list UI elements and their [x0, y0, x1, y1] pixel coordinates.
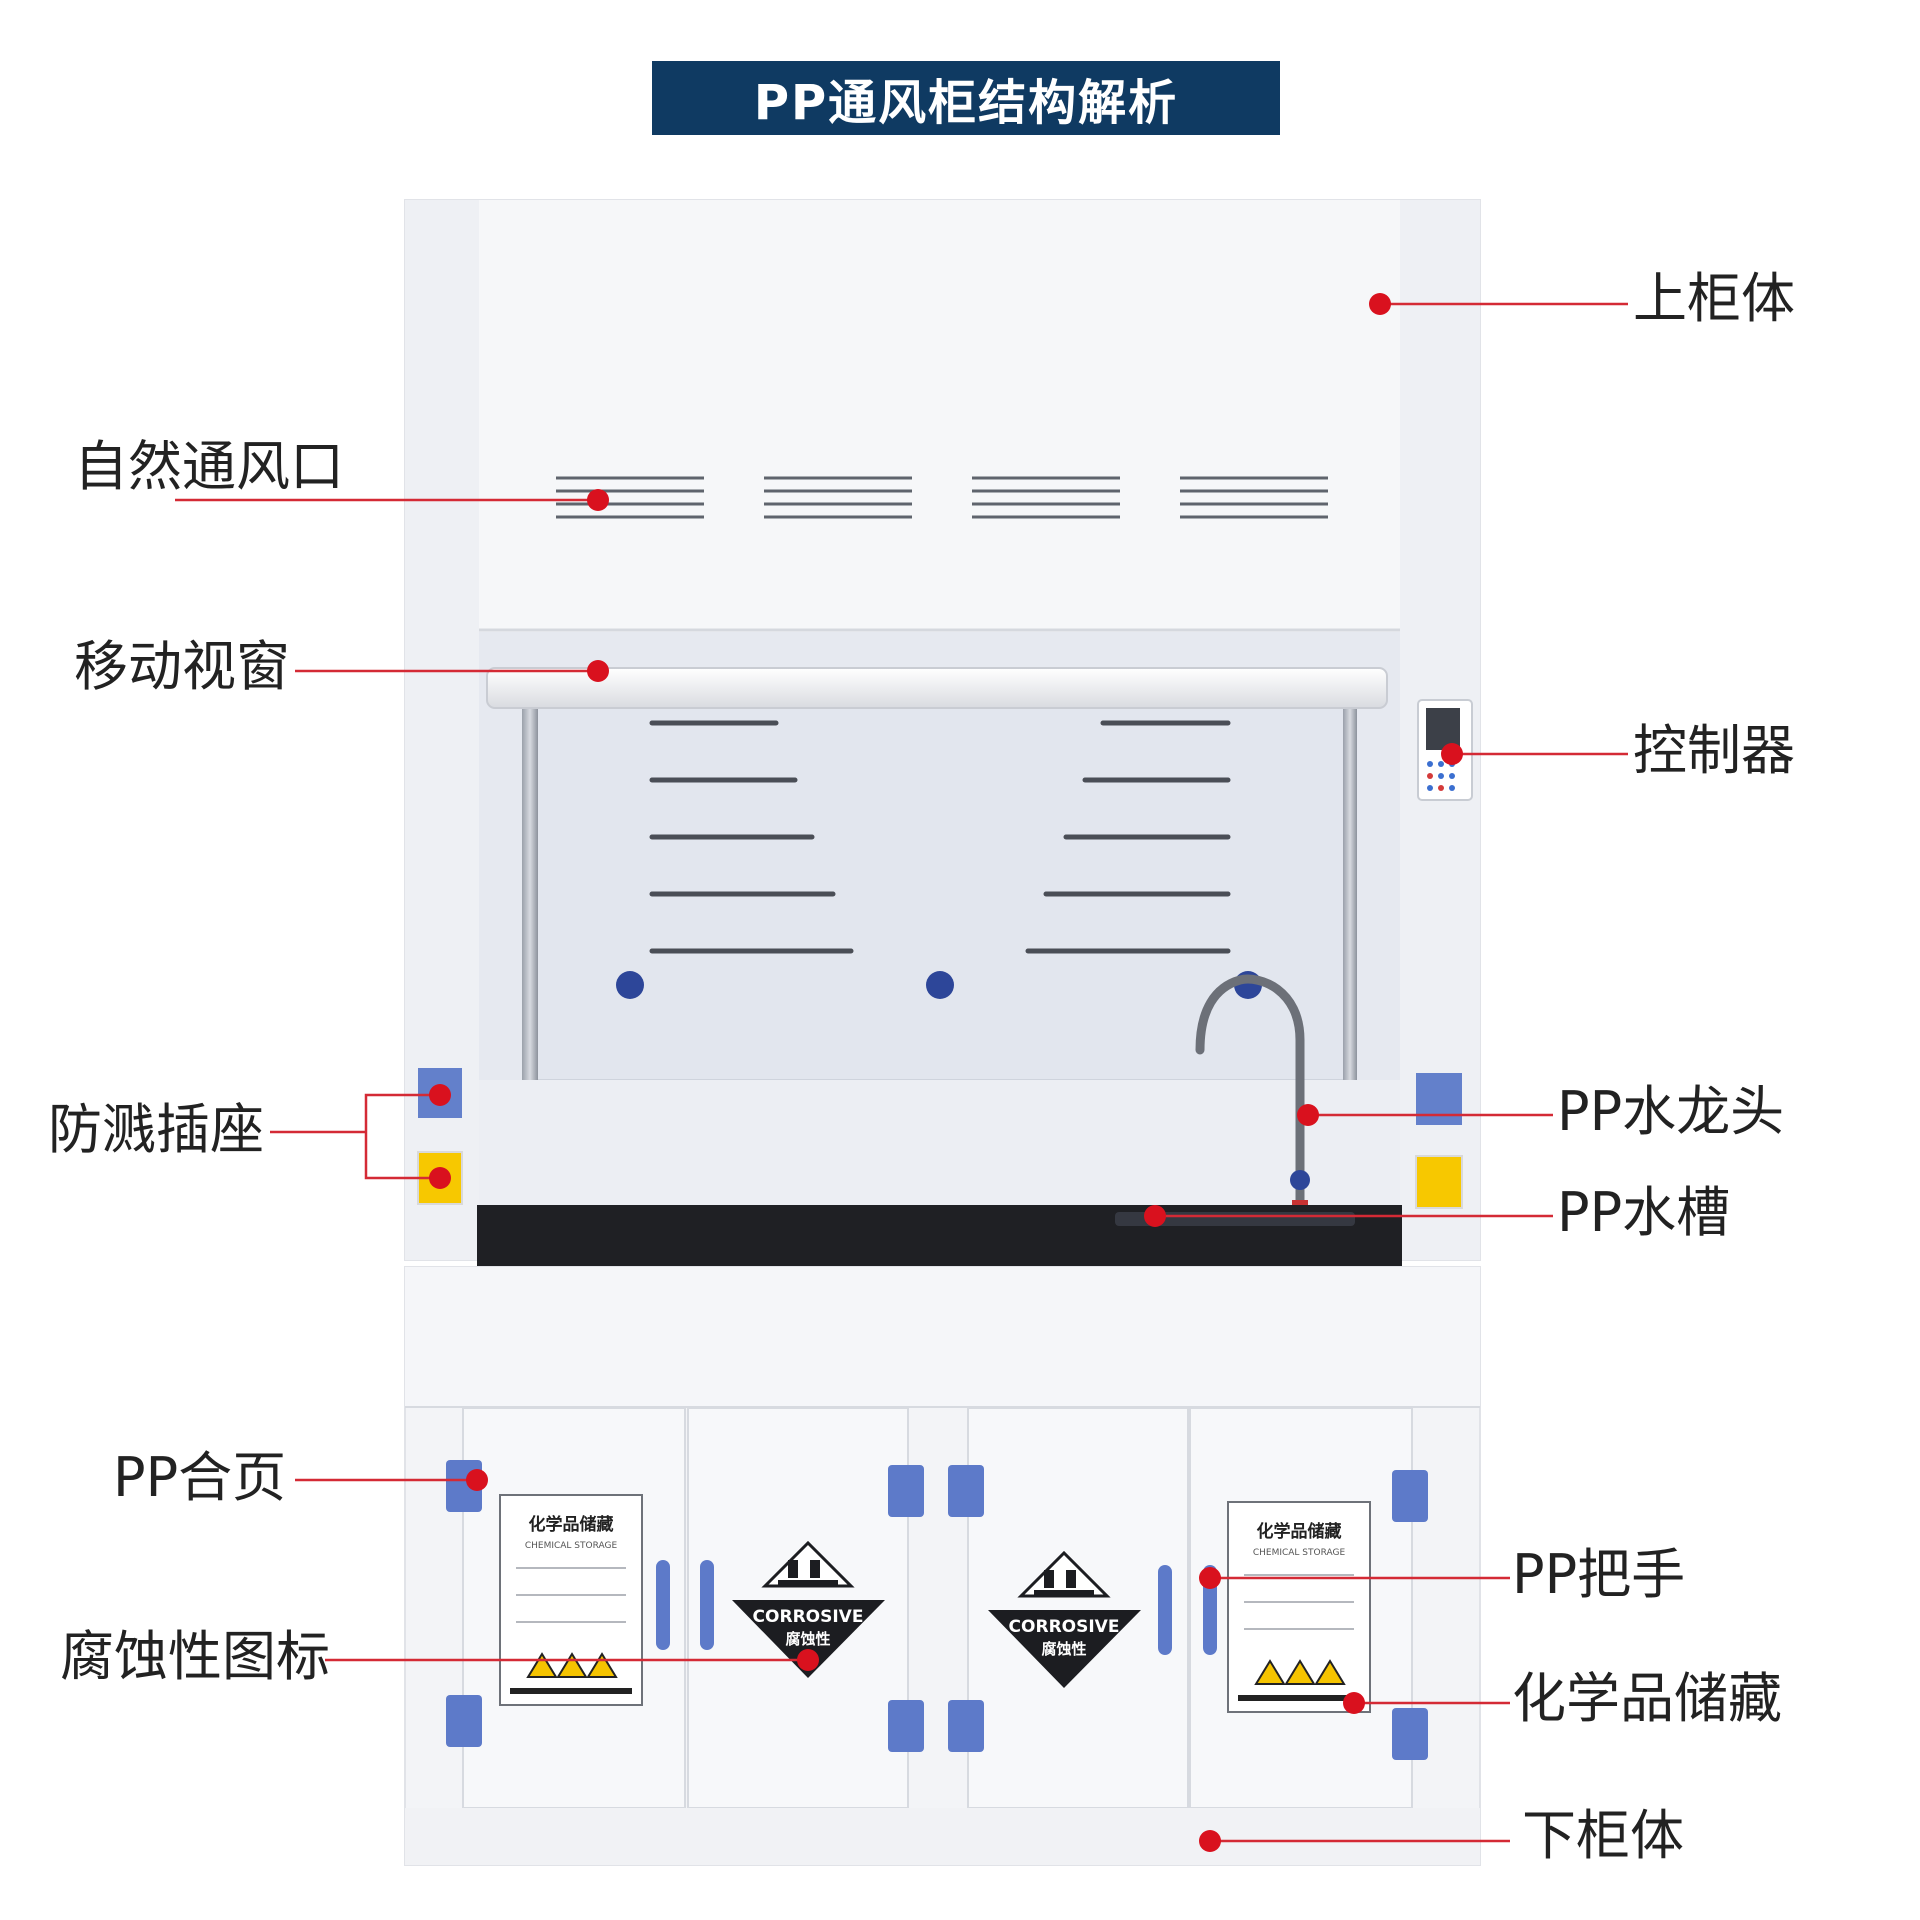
label-lower-cabinet: 下柜体 — [1522, 1804, 1684, 1867]
worktop — [477, 1205, 1402, 1267]
dot-chemical-storage — [1343, 1692, 1365, 1714]
cabinet-door-3 — [967, 1407, 1189, 1809]
dot-upper-cabinet — [1369, 293, 1391, 315]
label-upper-cabinet: 上柜体 — [1633, 267, 1795, 330]
title-banner: PP通风柜结构解析 — [652, 61, 1280, 135]
vent-group-4 — [1180, 476, 1328, 519]
dot-pp-sink — [1144, 1205, 1166, 1227]
vent-group-2 — [764, 476, 912, 519]
page-title: PP通风柜结构解析 — [753, 75, 1179, 131]
dot-pp-hinge — [466, 1469, 488, 1491]
dot-lower-cabinet — [1199, 1830, 1221, 1852]
dot-corrosive-icon — [797, 1649, 819, 1671]
corrosive-cn-right: 腐蚀性 — [1041, 1640, 1086, 1658]
chem-placard-sub-right: CHEMICAL STORAGE — [1253, 1548, 1346, 1558]
label-pp-hinge: PP合页 — [113, 1446, 287, 1509]
leader-socket-bracket — [364, 1093, 440, 1180]
chem-placard-title-left: 化学品储藏 — [529, 1514, 614, 1535]
label-natural-vent: 自然通风口 — [74, 435, 344, 498]
label-pp-faucet: PP水龙头 — [1557, 1080, 1785, 1143]
lower-front-fascia — [405, 1267, 1480, 1407]
vent-group-1 — [556, 476, 704, 519]
baffle-slots — [649, 720, 1231, 954]
top-fascia — [479, 200, 1400, 630]
left-post — [522, 700, 538, 1080]
dot-natural-vent — [587, 489, 609, 511]
corrosive-sign-right: CORROSIVE 腐蚀性 — [988, 1550, 1141, 1688]
corrosive-cn-left: 腐蚀性 — [785, 1630, 830, 1648]
label-chemical-storage: 化学品储藏 — [1512, 1667, 1782, 1730]
dot-pp-faucet — [1297, 1104, 1319, 1126]
dot-pp-handle — [1199, 1567, 1221, 1589]
corrosive-sign-left: CORROSIVE 腐蚀性 — [732, 1540, 885, 1678]
callout-lines — [175, 302, 1628, 1843]
vent-louvers — [556, 476, 1328, 519]
baffle-back-panel — [535, 699, 1345, 1081]
socket-right-blue — [1416, 1073, 1462, 1125]
socket-right-yellow — [1415, 1155, 1463, 1209]
callout-dots — [429, 293, 1463, 1852]
label-corrosive-icon: 腐蚀性图标 — [60, 1625, 330, 1688]
label-pp-handle: PP把手 — [1512, 1543, 1686, 1606]
right-post — [1343, 700, 1357, 1080]
label-pp-sink: PP水槽 — [1557, 1181, 1731, 1244]
plinth — [405, 1808, 1480, 1865]
dot-socket-blue — [429, 1084, 451, 1106]
chem-placard-title-right: 化学品储藏 — [1257, 1521, 1342, 1542]
valve-knob-left — [616, 971, 644, 999]
dot-sliding-sash — [587, 660, 609, 682]
dot-socket-yellow — [429, 1167, 451, 1189]
valve-knob-mid — [926, 971, 954, 999]
corrosive-en-left: CORROSIVE — [753, 1607, 864, 1627]
corrosive-en-right: CORROSIVE — [1009, 1617, 1120, 1637]
label-controller: 控制器 — [1633, 719, 1795, 782]
work-chamber — [479, 632, 1400, 1262]
lower-interior-wall — [479, 1080, 1400, 1205]
sash-window-bar — [486, 667, 1388, 709]
vent-group-3 — [972, 476, 1120, 519]
chem-placard-sub-left: CHEMICAL STORAGE — [525, 1541, 618, 1551]
chemical-placard-right: 化学品储藏 CHEMICAL STORAGE — [1227, 1501, 1371, 1713]
dot-controller — [1441, 743, 1463, 765]
label-splashproof-socket: 防溅插座 — [48, 1098, 264, 1161]
chemical-placard-left: 化学品储藏 CHEMICAL STORAGE — [499, 1494, 643, 1706]
label-sliding-sash: 移动视窗 — [74, 635, 290, 698]
